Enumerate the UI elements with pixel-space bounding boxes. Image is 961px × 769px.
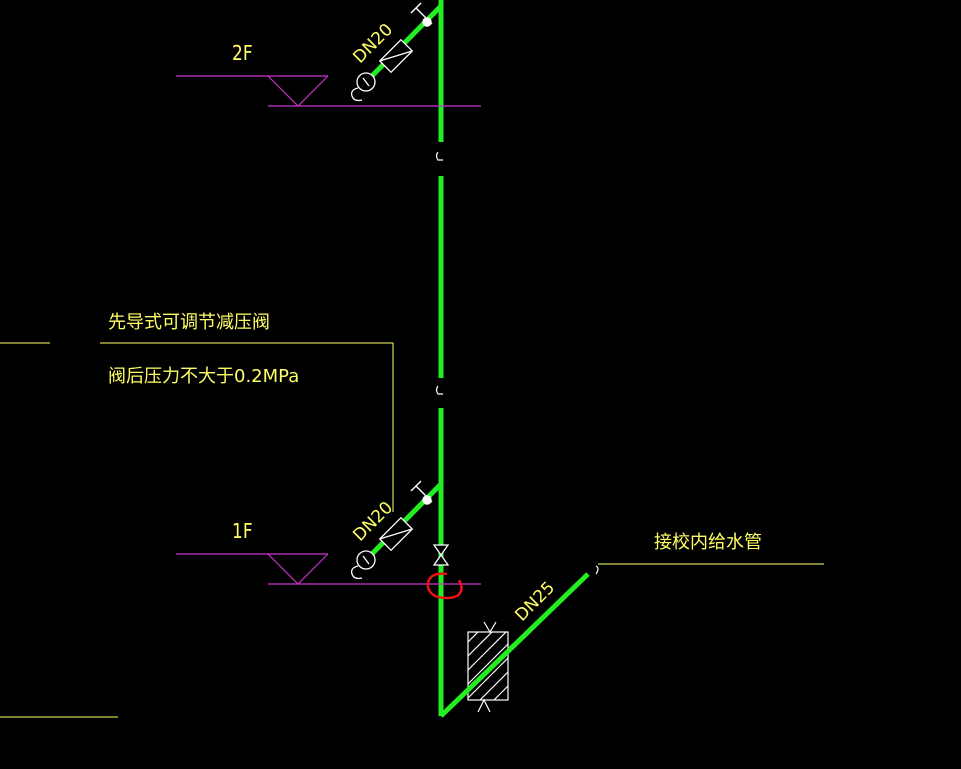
wall-hatch-box bbox=[467, 631, 509, 701]
main-pipe-break-mark bbox=[595, 565, 599, 575]
branch-2f: DN20 bbox=[349, 2, 443, 102]
level-2f bbox=[176, 75, 481, 107]
branch-1f: DN20 bbox=[349, 480, 443, 580]
riser-break-marks bbox=[435, 151, 443, 395]
sleeve-mark-top bbox=[483, 621, 497, 634]
pressure-reducing-valve-1f-icon bbox=[378, 516, 414, 552]
red-markup-circle bbox=[426, 572, 463, 600]
pipe-label-dn25: DN25 bbox=[511, 578, 559, 626]
valve-note-line2: 阀后压力不大于0.2MPa bbox=[108, 366, 299, 387]
level-1f-triangle bbox=[267, 553, 329, 585]
floor-label-2f: 2F bbox=[232, 43, 253, 66]
gate-valve-riser-icon bbox=[432, 544, 450, 566]
water-meter-2f-icon bbox=[350, 72, 376, 102]
stop-valve-2f-icon bbox=[410, 2, 433, 27]
sleeve-mark-bottom bbox=[477, 698, 491, 713]
stop-valve-1f-icon bbox=[410, 480, 433, 505]
pressure-reducing-valve-2f-icon bbox=[378, 38, 414, 74]
break-mark-upper bbox=[435, 151, 443, 161]
valve-note-line1: 先导式可调节减压阀 bbox=[108, 312, 270, 333]
main-pipe-dn25 bbox=[439, 572, 590, 718]
level-1f bbox=[176, 553, 481, 585]
break-mark-lower bbox=[435, 385, 443, 395]
water-meter-1f-icon bbox=[350, 550, 376, 580]
connect-note-text: 接校内给水管 bbox=[654, 532, 762, 553]
valve-note-leader-2 bbox=[100, 342, 394, 512]
wall-sleeve bbox=[467, 621, 509, 713]
level-2f-triangle bbox=[267, 75, 329, 107]
floor-label-1f: 1F bbox=[232, 521, 253, 544]
